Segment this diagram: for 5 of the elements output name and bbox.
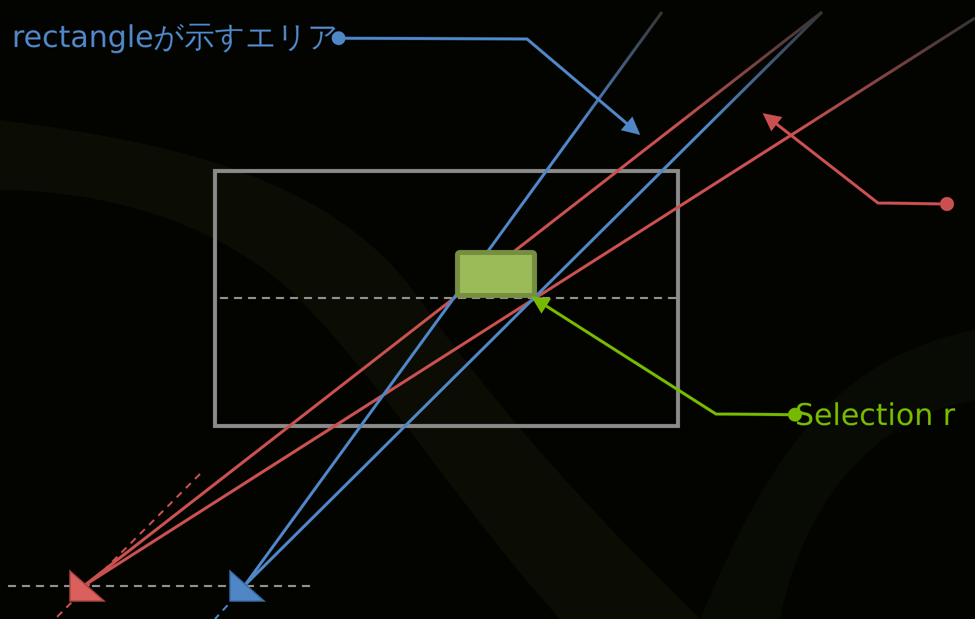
leader-line [332,31,640,135]
leader-line [531,296,802,422]
leader-line [762,113,940,206]
callout-text: Selection r [795,397,956,435]
callout-text: rectangleが示すエリア [12,19,339,57]
